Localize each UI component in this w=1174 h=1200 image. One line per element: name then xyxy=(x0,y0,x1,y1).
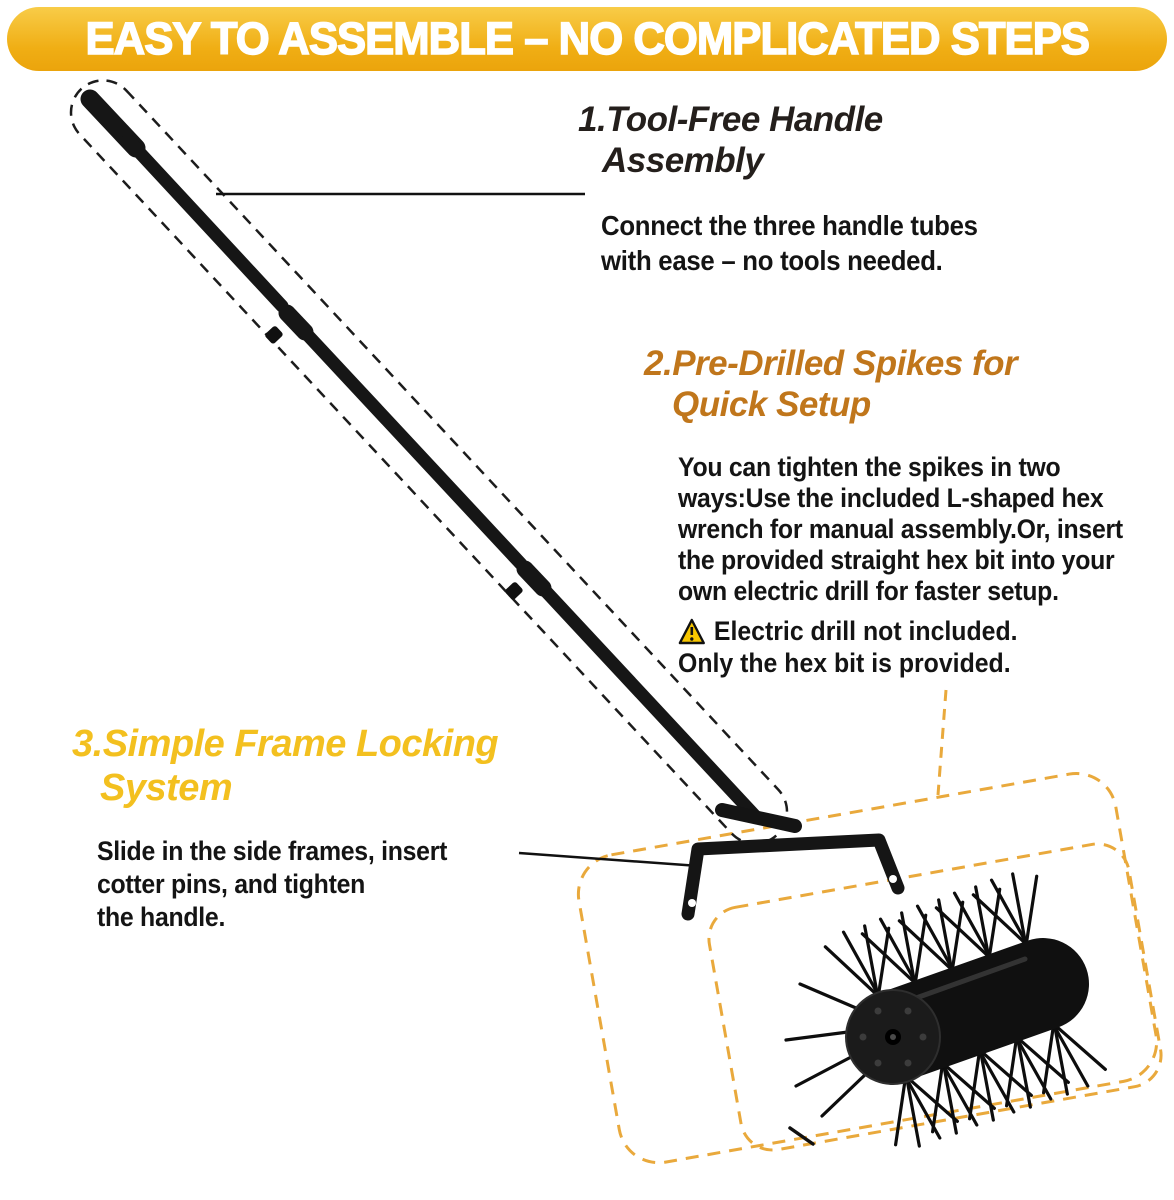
joint-2-connector xyxy=(505,582,523,600)
roller-inner-dashed-outline xyxy=(707,842,1163,1152)
step2-body: You can tighten the spikes in two ways:U… xyxy=(678,452,1123,607)
roller-spikes xyxy=(784,863,1111,1156)
handle-pole xyxy=(80,89,764,825)
step2-heading-line2: Quick Setup xyxy=(672,384,871,424)
warning-icon xyxy=(678,618,706,645)
bracket-hole-left xyxy=(688,899,696,907)
step1-heading: 1.Tool-Free Handle Assembly xyxy=(578,100,883,181)
roller-drum xyxy=(845,938,1089,1085)
step2-warning: Electric drill not included. Only the he… xyxy=(678,615,1018,680)
step1-body: Connect the three handle tubes with ease… xyxy=(601,210,978,276)
step3-body: Slide in the side frames, insert cotter … xyxy=(97,836,448,932)
banner: EASY TO ASSEMBLE – NO COMPLICATED STEPS xyxy=(7,7,1167,71)
roller-outer-dashed-outline xyxy=(576,771,1159,1165)
step3-pointer-line xyxy=(518,851,700,868)
step3-heading-line1: 3.Simple Frame Locking xyxy=(72,723,499,765)
joint-1-connector xyxy=(265,326,283,344)
step1-heading-line2: Assembly xyxy=(602,140,764,180)
step1-heading-line1: 1.Tool-Free Handle xyxy=(578,100,883,139)
warning-line1: Electric drill not included. xyxy=(713,616,1018,646)
handle-dashed-outline xyxy=(69,79,789,845)
banner-text: EASY TO ASSEMBLE – NO COMPLICATED STEPS xyxy=(85,12,1091,65)
step2-dashed-connector-line xyxy=(936,689,948,796)
handle-tube-2 xyxy=(295,322,528,571)
end-cap-bolts xyxy=(859,1007,927,1067)
step2-heading: 2.Pre-Drilled Spikes for Quick Setup xyxy=(644,344,1018,425)
step2-heading-line1: 2.Pre-Drilled Spikes for xyxy=(644,344,1018,383)
frame-bracket xyxy=(681,833,905,921)
step3-heading: 3.Simple Frame Locking System xyxy=(72,722,499,810)
bracket-hole-right xyxy=(889,875,897,883)
warning-line2: Only the hex bit is provided. xyxy=(678,648,1011,679)
handle-tube-3 xyxy=(533,578,764,825)
front-spikes xyxy=(784,982,870,1118)
handle-tube-1 xyxy=(121,133,289,313)
step3-heading-line2: System xyxy=(100,767,233,810)
hex-pin xyxy=(788,1126,815,1146)
handle-t-fitting xyxy=(715,803,802,833)
